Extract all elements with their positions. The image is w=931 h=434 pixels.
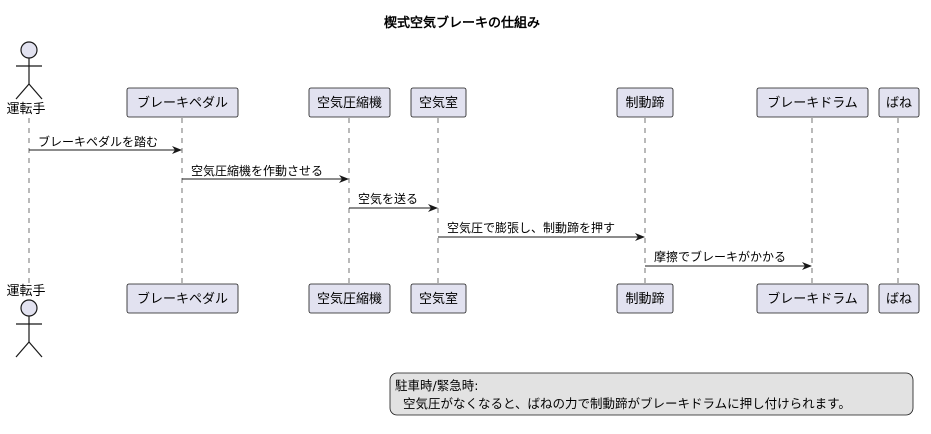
message-label: 空気圧縮機を作動させる xyxy=(191,163,323,178)
participant-drum: ブレーキドラム xyxy=(756,87,869,118)
messages: ブレーキペダルを踏む 空気圧縮機を作動させる 空気を送る 空気圧で膨張し、制動蹄… xyxy=(29,134,812,270)
participant-label: 空気室 xyxy=(419,291,458,307)
message-label: 摩擦でブレーキがかかる xyxy=(654,249,786,264)
participant-chamber: 空気室 xyxy=(410,283,467,314)
message-label: 空気を送る xyxy=(358,191,418,206)
message-1: ブレーキペダルを踏む xyxy=(29,134,182,154)
participant-pedal: ブレーキペダル xyxy=(126,283,239,314)
message-4: 空気圧で膨張し、制動蹄を押す xyxy=(438,220,645,241)
participants-top: ブレーキペダル 空気圧縮機 空気室 制動蹄 ブレーキドラム ばね xyxy=(126,87,920,118)
actor-head xyxy=(20,41,38,59)
message-3: 空気を送る xyxy=(349,191,438,212)
participant-chamber: 空気室 xyxy=(410,87,467,118)
participant-label: 制動蹄 xyxy=(625,291,664,307)
participant-drum: ブレーキドラム xyxy=(756,283,869,314)
participants-bottom: ブレーキペダル 空気圧縮機 空気室 制動蹄 ブレーキドラム ばね xyxy=(126,283,920,314)
participant-label: 空気圧縮機 xyxy=(317,95,382,111)
actor-driver-bottom-label: 運転手 xyxy=(6,284,45,299)
participant-compressor: 空気圧縮機 xyxy=(308,87,391,118)
participant-label: 制動蹄 xyxy=(625,95,664,111)
message-label: ブレーキペダルを踏む xyxy=(38,134,158,149)
participant-shoe: 制動蹄 xyxy=(616,283,674,314)
note: 駐車時/緊急時: 空気圧がなくなると、ばねの力で制動蹄がブレーキドラムに押し付け… xyxy=(389,372,914,416)
participant-label: ばね xyxy=(886,292,912,307)
participant-label: ばね xyxy=(886,96,912,111)
actor-driver-top-label: 運転手 xyxy=(6,102,45,117)
participant-label: ブレーキペダル xyxy=(137,291,228,307)
note-line-2: 空気圧がなくなると、ばねの力で制動蹄がブレーキドラムに押し付けられます。 xyxy=(403,396,851,411)
lifelines xyxy=(28,118,899,285)
participant-pedal: ブレーキペダル xyxy=(126,87,239,118)
participant-spring: ばね xyxy=(878,87,920,118)
participant-compressor: 空気圧縮機 xyxy=(308,283,391,314)
participant-label: ブレーキドラム xyxy=(767,291,858,307)
message-2: 空気圧縮機を作動させる xyxy=(182,163,349,183)
diagram-title: 楔式空気ブレーキの仕組み xyxy=(384,15,540,31)
message-5: 摩擦でブレーキがかかる xyxy=(645,249,812,270)
actor-driver-bottom xyxy=(15,299,43,358)
participant-label: ブレーキドラム xyxy=(767,95,858,111)
participant-label: 空気室 xyxy=(419,95,458,111)
participant-shoe: 制動蹄 xyxy=(616,87,674,118)
actor-head xyxy=(20,299,38,317)
actor-driver-top xyxy=(15,41,43,100)
participant-label: ブレーキペダル xyxy=(137,95,228,111)
participant-spring: ばね xyxy=(878,283,920,314)
message-label: 空気圧で膨張し、制動蹄を押す xyxy=(447,220,615,235)
note-box xyxy=(389,372,914,416)
participant-label: 空気圧縮機 xyxy=(317,291,382,307)
note-line-1: 駐車時/緊急時: xyxy=(395,378,478,393)
